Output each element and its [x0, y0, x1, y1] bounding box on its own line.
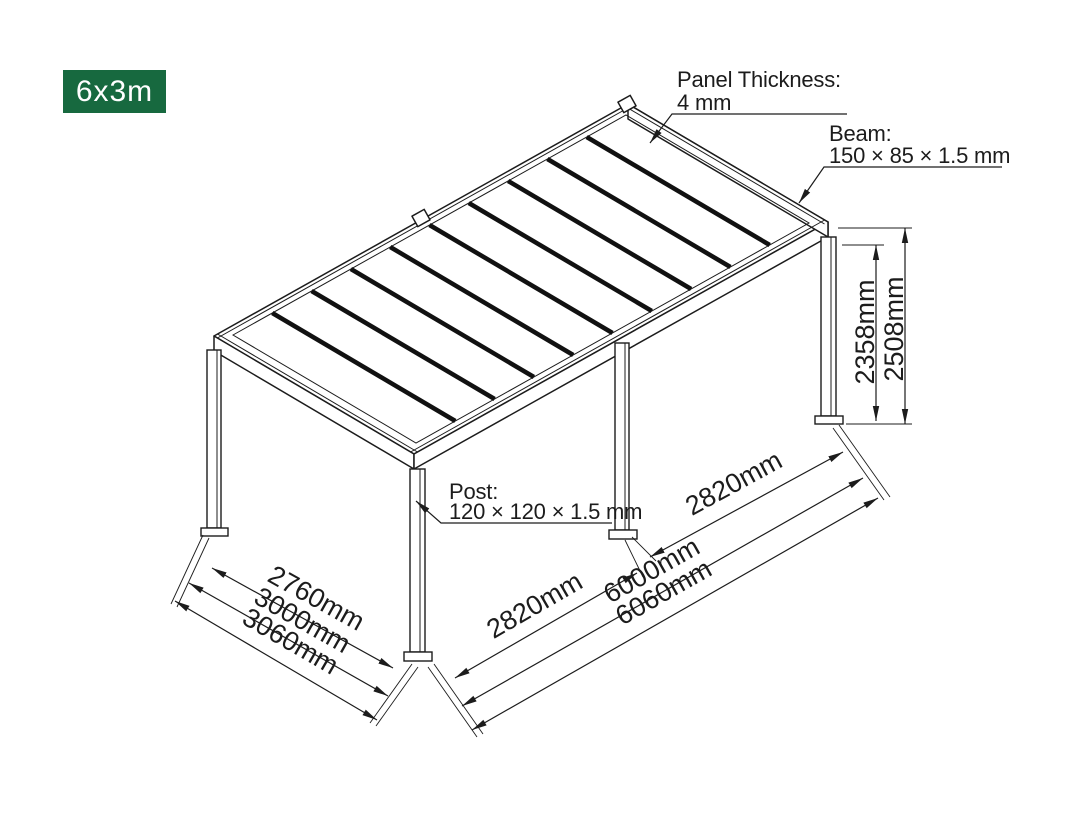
- roof-mid-rail-connector: [411, 208, 431, 228]
- post-front: [403, 468, 433, 662]
- dim-height-overall: 2508mm: [879, 276, 909, 381]
- roof-louvers: [271, 135, 771, 423]
- leader-panel-thickness: [649, 113, 847, 144]
- post-left: [200, 349, 229, 537]
- annotation-labels: Panel Thickness: 4 mm Beam: 150 × 85 × 1…: [449, 67, 1010, 524]
- leader-beam: [798, 166, 1002, 204]
- post-label: Post:: [449, 479, 498, 504]
- pergola-roof: [213, 94, 829, 470]
- dim-side-bay: 2820mm: [680, 445, 787, 521]
- size-badge: 6x3m: [63, 70, 166, 113]
- post-right: [814, 236, 844, 425]
- roof-corner-cap: [617, 94, 637, 114]
- beam-label: Beam:: [829, 121, 892, 146]
- dim-line-width-overall: [174, 600, 378, 721]
- leader-lines: [415, 113, 1002, 524]
- panel-thickness-value: 4 mm: [677, 90, 731, 115]
- dimension-lines: [174, 228, 909, 731]
- beam-value: 150 × 85 × 1.5 mm: [829, 143, 1010, 168]
- leader-post: [415, 500, 612, 524]
- dim-line-side-bay: [649, 451, 844, 558]
- post-value: 120 × 120 × 1.5 mm: [449, 499, 642, 524]
- dim-height-clear: 2358mm: [850, 279, 880, 384]
- panel-thickness-label: Panel Thickness:: [677, 67, 841, 92]
- size-badge-label: 6x3m: [75, 74, 154, 108]
